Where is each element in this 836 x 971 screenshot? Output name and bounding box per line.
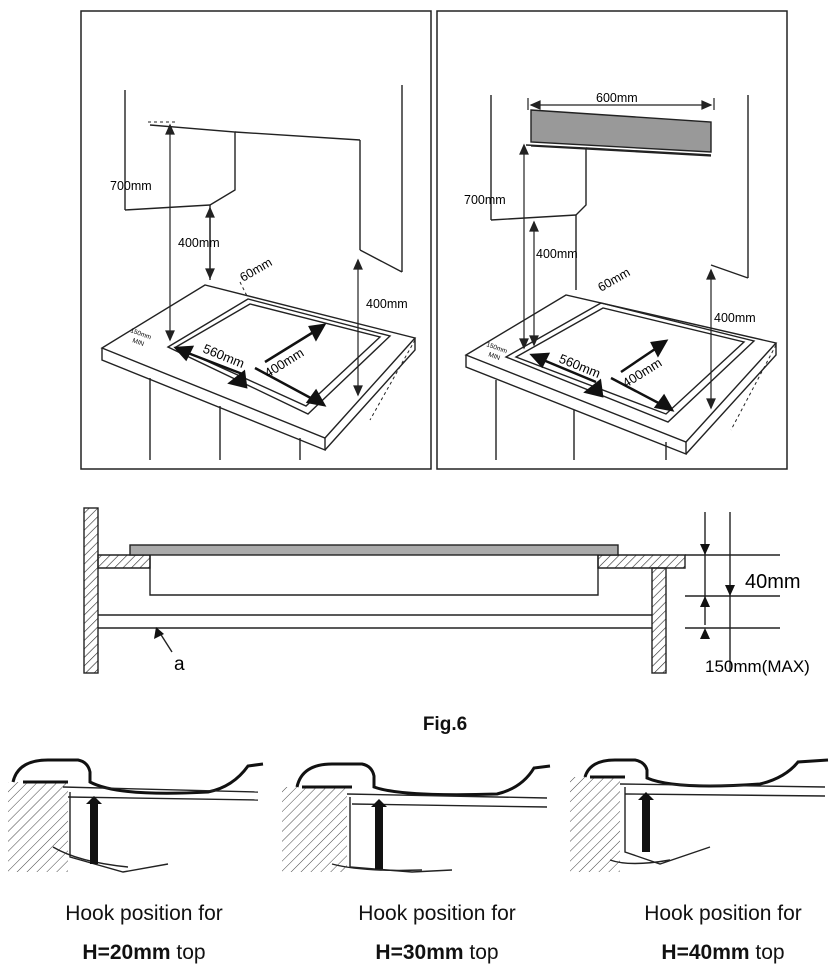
dim-side-wall-left: 400mm	[366, 297, 408, 311]
hook-height-suffix: top	[463, 941, 499, 964]
hook-illustration-40mm	[570, 758, 829, 872]
hook-height-value: H=20mm	[82, 941, 171, 964]
dim-front-min-right: MIN	[487, 351, 501, 362]
dim-side-wall-right: 400mm	[714, 311, 756, 325]
screw-icon	[371, 799, 387, 869]
screw-icon	[86, 796, 102, 864]
hook-illustration-30mm	[282, 762, 551, 873]
left-installation-diagram: 700mm 400mm 400mm 60mm 560mm 400mm 150mm…	[80, 10, 432, 470]
label-a: a	[174, 654, 185, 675]
hook-height-suffix: top	[170, 941, 206, 964]
range-hood	[530, 109, 712, 153]
hook-height-suffix: top	[749, 941, 785, 964]
right-installation-diagram: 600mm 700mm 400mm 400mm 60mm 560mm 400mm…	[436, 10, 788, 470]
dim-thickness: 40mm	[745, 571, 801, 593]
hook-caption-title: Hook position for	[65, 902, 223, 925]
dim-cabinet-clear-left: 400mm	[178, 236, 220, 250]
hook-height-value: H=40mm	[661, 941, 750, 964]
cross-section-diagram: 40mm 150mm(MAX) a	[83, 507, 810, 676]
hook-caption-40mm: Hook position for H=40mm top	[593, 903, 836, 963]
hook-illustration-20mm	[8, 758, 264, 873]
screw-icon	[638, 792, 654, 852]
dim-hood-height-right: 700mm	[464, 193, 506, 207]
dim-cabinet-clear-right: 400mm	[536, 247, 578, 261]
dim-hood-width-right: 600mm	[596, 91, 638, 105]
hook-caption-title: Hook position for	[358, 902, 516, 925]
dim-hood-height-left: 700mm	[110, 179, 152, 193]
dim-front-min-left: MIN	[131, 337, 145, 348]
figure-label: Fig.6	[422, 714, 468, 735]
hook-caption-title: Hook position for	[644, 902, 802, 925]
hook-height-value: H=30mm	[375, 941, 464, 964]
hook-caption-20mm: Hook position for H=20mm top	[14, 903, 274, 963]
dim-clearance-max: 150mm(MAX)	[705, 657, 810, 676]
hook-caption-30mm: Hook position for H=30mm top	[307, 903, 567, 963]
